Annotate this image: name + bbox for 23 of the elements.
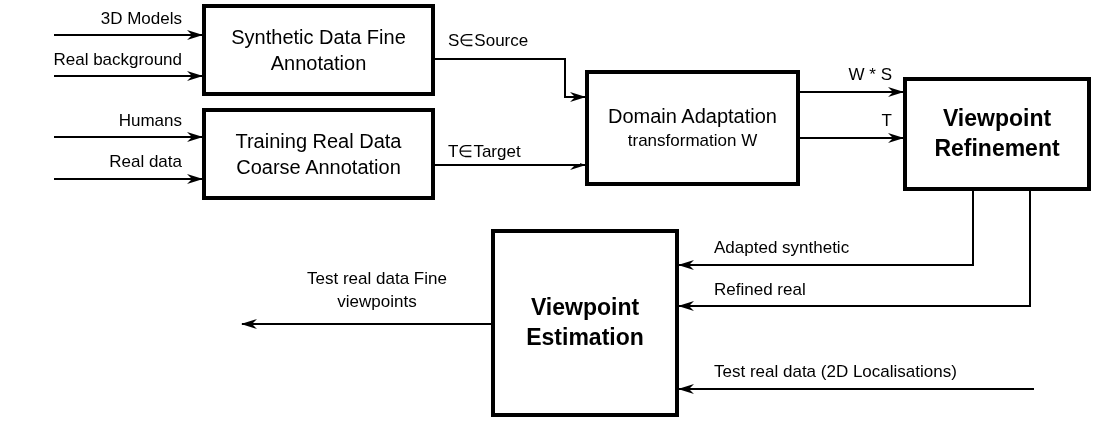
process-box — [585, 70, 800, 186]
arrow — [53, 174, 203, 184]
arrow — [678, 190, 974, 270]
arrow — [678, 190, 1031, 311]
process-box — [202, 108, 435, 200]
box-subtitle: transformation W — [627, 130, 758, 153]
box-title: Synthetic Data Fine Annotation — [230, 25, 407, 76]
process-box — [202, 4, 435, 96]
arrow — [241, 319, 492, 329]
box-title: Domain Adaptation — [608, 104, 777, 130]
arrow — [799, 87, 904, 97]
arrow — [53, 132, 203, 142]
arrow — [434, 58, 586, 102]
box-title: Viewpoint Estimation — [525, 293, 645, 352]
arrow — [678, 384, 1035, 394]
arrow — [53, 30, 203, 40]
arrow — [53, 71, 203, 81]
arrow — [434, 160, 586, 170]
process-box — [903, 77, 1091, 191]
box-title: Viewpoint Refinement — [933, 104, 1061, 163]
box-title: Training Real Data Coarse Annotation — [234, 129, 403, 180]
arrow — [799, 133, 904, 143]
process-box — [491, 229, 679, 417]
